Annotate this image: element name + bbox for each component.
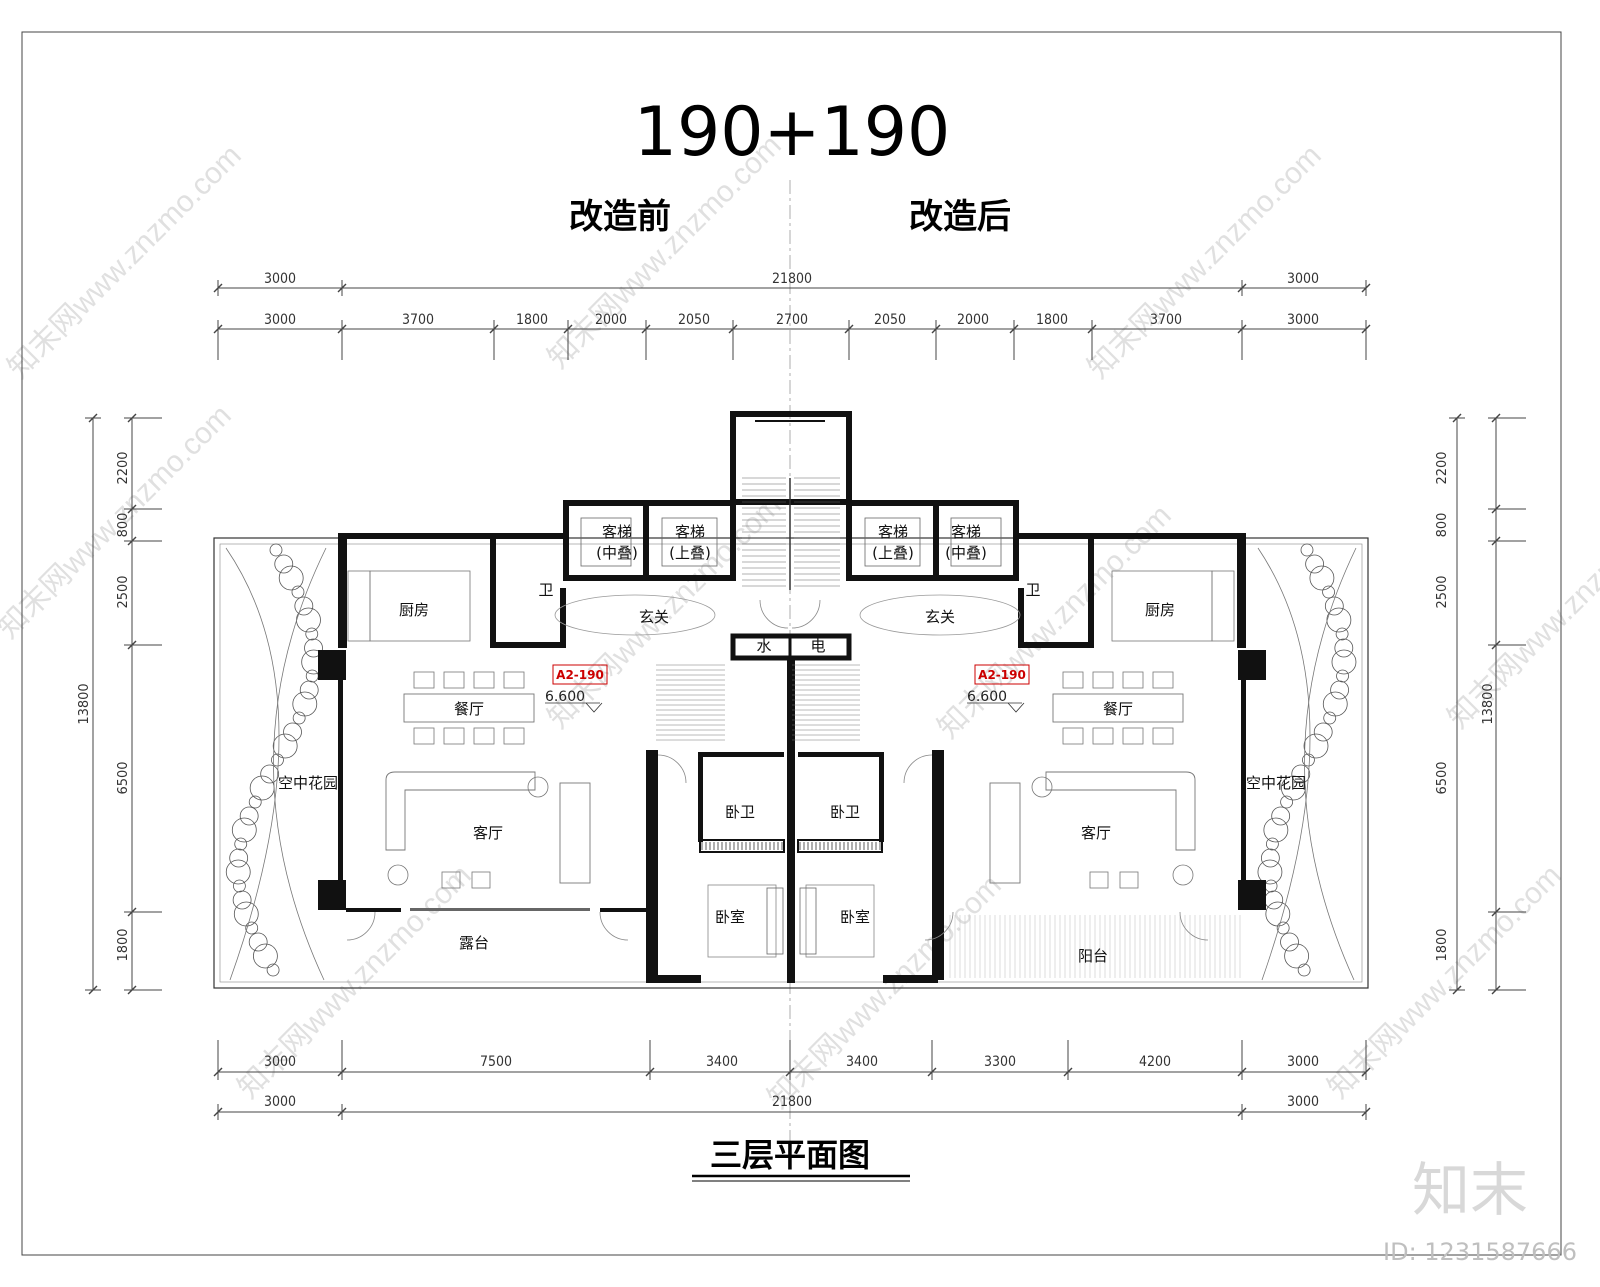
room-foyer-right: 玄关 <box>925 608 955 626</box>
sofa-right <box>1045 771 1196 851</box>
dim-label: 3400 <box>846 1054 878 1070</box>
dim-label: 3000 <box>264 1094 296 1110</box>
garden-planting-left <box>225 543 327 981</box>
label-after: 改造后 <box>909 197 1011 237</box>
image-id: ID: 1231587666 <box>1383 1238 1577 1266</box>
watermark-text: 知末网www.znzmo.com <box>1442 489 1600 735</box>
dim-label: 2000 <box>957 312 989 328</box>
room-bedroom-left: 卧室 <box>715 908 745 926</box>
room-terrace: 露台 <box>459 934 489 952</box>
dim-label: 2050 <box>678 312 710 328</box>
room-living-right: 客厅 <box>1081 824 1111 842</box>
room-kitchen-right: 厨房 <box>1145 601 1175 619</box>
dim-label: 2200 <box>1435 451 1450 484</box>
level-left: 6.600 <box>545 689 585 705</box>
building-outline <box>213 411 1369 989</box>
dim-label: 3700 <box>402 312 434 328</box>
room-dining-right: 餐厅 <box>1103 700 1133 718</box>
watermark-text: 知末网www.znzmo.com <box>1082 139 1328 385</box>
room-elevator-up-right: 客梯 <box>878 523 908 541</box>
dim-label: 21800 <box>772 271 812 287</box>
dim-label: 3000 <box>264 312 296 328</box>
dim-label: 3000 <box>264 1054 296 1070</box>
room-dining-left: 餐厅 <box>454 700 484 718</box>
dim-label: 1800 <box>516 312 548 328</box>
room-elevator-up-left: 客梯 <box>675 523 705 541</box>
dining-table-left <box>403 671 535 745</box>
room-elevator-up-right-sub: (上叠) <box>872 544 914 562</box>
dining-table-right <box>1052 671 1184 745</box>
room-foyer-left: 玄关 <box>639 608 669 626</box>
room-elevator-mid-right: 客梯 <box>951 523 981 541</box>
dim-label: 2700 <box>776 312 808 328</box>
left-dimensions: 2200 800 2500 6500 1800 13800 <box>77 413 162 995</box>
dim-label: 21800 <box>772 1094 812 1110</box>
dim-label: 3300 <box>984 1054 1016 1070</box>
dim-label: 3000 <box>1287 271 1319 287</box>
bottom-dimensions: 3000 7500 3400 3400 3300 4200 3000 3000 … <box>213 1040 1371 1120</box>
dim-label: 3000 <box>1287 312 1319 328</box>
dim-label: 7500 <box>480 1054 512 1070</box>
room-water: 水 <box>756 637 771 655</box>
room-labels: 客梯 (中叠) 客梯 (上叠) 客梯 (上叠) 客梯 (中叠) 厨房 厨房 卫 … <box>278 523 1306 965</box>
dim-label: 2500 <box>1435 575 1450 608</box>
room-balcony: 阳台 <box>1078 947 1108 965</box>
dim-label: 800 <box>1435 513 1450 538</box>
dim-label: 3000 <box>1287 1094 1319 1110</box>
room-master-bath-right: 卧卫 <box>830 803 860 821</box>
room-living-left: 客厅 <box>473 824 503 842</box>
dim-label: 2050 <box>874 312 906 328</box>
page-title: 190+190 <box>634 93 951 172</box>
room-elevator-mid-left: 客梯 <box>602 523 632 541</box>
room-elevator-up-left-sub: (上叠) <box>669 544 711 562</box>
drawing-frame <box>21 31 1562 1256</box>
dim-label: 3700 <box>1150 312 1182 328</box>
dim-label: 3000 <box>1287 1054 1319 1070</box>
dim-label: 13800 <box>1481 683 1496 724</box>
room-bath-left: 卫 <box>538 581 553 599</box>
watermark-text: 知末网www.znzmo.com <box>762 869 1008 1115</box>
unit-tag-right: A2-190 <box>978 668 1026 682</box>
dim-label: 6500 <box>116 761 131 794</box>
level-right: 6.600 <box>967 689 1007 705</box>
sofa-left <box>385 771 536 851</box>
dim-label: 3000 <box>264 271 296 287</box>
dim-label: 1800 <box>1435 928 1450 961</box>
dim-label: 13800 <box>77 683 92 724</box>
dim-label: 3400 <box>706 1054 738 1070</box>
dim-label: 2200 <box>116 451 131 484</box>
room-bath-right: 卫 <box>1025 581 1040 599</box>
brand-logo: 知末 <box>1412 1156 1528 1224</box>
dim-label: 4200 <box>1139 1054 1171 1070</box>
room-power: 电 <box>810 637 825 655</box>
room-kitchen-left: 厨房 <box>399 601 429 619</box>
top-dimensions: 3000 21800 3000 3000 3700 1800 2000 2050… <box>213 271 1371 360</box>
right-dimensions: 2200 800 2500 6500 1800 13800 <box>1435 413 1526 995</box>
dim-label: 2000 <box>595 312 627 328</box>
dim-label: 6500 <box>1435 761 1450 794</box>
unit-tag-left: A2-190 <box>556 668 604 682</box>
dim-label: 800 <box>116 513 131 538</box>
room-bedroom-right: 卧室 <box>840 908 870 926</box>
plan-title: 三层平面图 <box>710 1136 870 1174</box>
room-master-bath-left: 卧卫 <box>725 803 755 821</box>
label-before: 改造前 <box>569 197 671 237</box>
unit-tags: A2-190 6.600 A2-190 6.600 <box>545 664 1030 713</box>
dim-label: 1800 <box>116 928 131 961</box>
dim-label: 2500 <box>116 575 131 608</box>
dim-label: 1800 <box>1036 312 1068 328</box>
room-garden-right: 空中花园 <box>1246 774 1306 792</box>
room-elevator-mid-right-sub: (中叠) <box>945 544 987 562</box>
garden-planting-right <box>1257 543 1357 981</box>
watermark-text: 知末网www.znzmo.com <box>2 139 248 385</box>
room-elevator-mid-left-sub: (中叠) <box>596 544 638 562</box>
room-garden-left: 空中花园 <box>278 774 338 792</box>
